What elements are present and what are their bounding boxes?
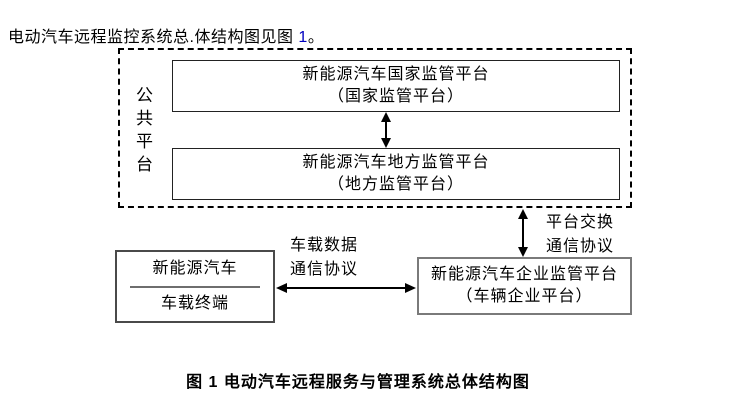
vehicle-box-line1: 新能源汽车 [152, 260, 238, 277]
enterprise-platform-line2: （车辆企业平台） [456, 288, 593, 305]
enterprise-platform-box: 新能源汽车企业监管平台 （车辆企业平台） [417, 257, 632, 315]
intro-text-after: 。 [307, 29, 325, 46]
public-platform-label: 公共平台 [133, 86, 152, 178]
platform-exchange-line1: 平台交换 [546, 214, 615, 231]
vehicle-data-line2: 通信协议 [290, 261, 359, 278]
figure-reference-link[interactable]: 1 [298, 29, 308, 46]
public-enterprise-double-arrow-icon [518, 209, 528, 257]
local-platform-box: 新能源汽车地方监管平台 （地方监管平台） [172, 148, 620, 200]
national-local-double-arrow-icon [381, 112, 391, 148]
vehicle-box-divider [130, 285, 260, 288]
vehicle-box-line2: 车载终端 [160, 295, 229, 312]
intro-text-before: 电动汽车远程监控系统总.体结构图见图 [8, 29, 299, 46]
vehicle-terminal-box: 新能源汽车 车载终端 [115, 250, 275, 323]
platform-exchange-protocol-label: 平台交换 通信协议 [546, 211, 614, 259]
vehicle-data-line1: 车载数据 [290, 237, 359, 254]
vehicle-enterprise-double-arrow-icon [276, 283, 416, 293]
enterprise-platform-line1: 新能源汽车企业监管平台 [430, 266, 618, 283]
local-platform-line2: （地方监管平台） [327, 176, 464, 193]
national-platform-line1: 新能源汽车国家监管平台 [302, 66, 490, 83]
national-platform-box: 新能源汽车国家监管平台 （国家监管平台） [172, 60, 620, 112]
vehicle-data-protocol-label: 车载数据 通信协议 [290, 234, 358, 282]
platform-exchange-line2: 通信协议 [546, 238, 615, 255]
figure-caption: 图 1 电动汽车远程服务与管理系统总体结构图 [186, 374, 530, 391]
intro-text: 电动汽车远程监控系统总.体结构图见图 1。 [8, 23, 324, 47]
national-platform-line2: （国家监管平台） [327, 88, 464, 105]
local-platform-line1: 新能源汽车地方监管平台 [302, 154, 490, 171]
